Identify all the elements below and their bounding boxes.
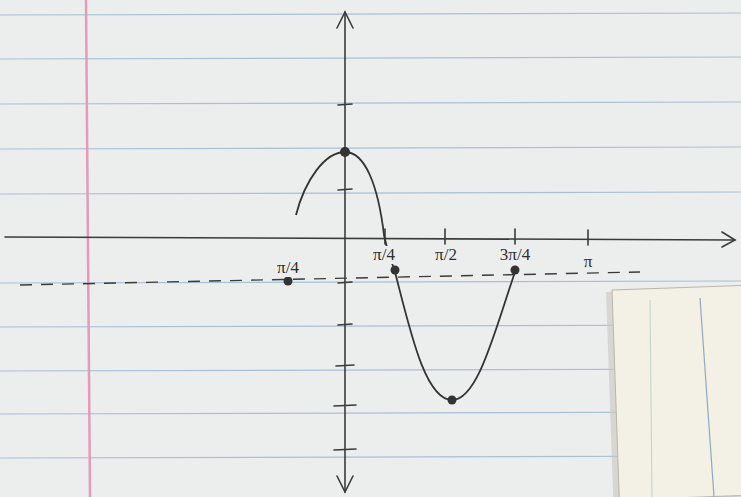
axis-tick-label: π xyxy=(582,253,595,272)
points xyxy=(284,147,520,405)
margin-line xyxy=(86,0,90,497)
axis-tick-label: π/2 xyxy=(433,246,459,265)
axis-tick-label: π/4 xyxy=(371,246,397,265)
dashed-line xyxy=(20,272,640,285)
curve xyxy=(296,152,515,400)
axis-tick-label: π/4 xyxy=(275,259,301,278)
note-card xyxy=(606,285,741,497)
axis-tick-label: 3π/4 xyxy=(498,246,532,265)
